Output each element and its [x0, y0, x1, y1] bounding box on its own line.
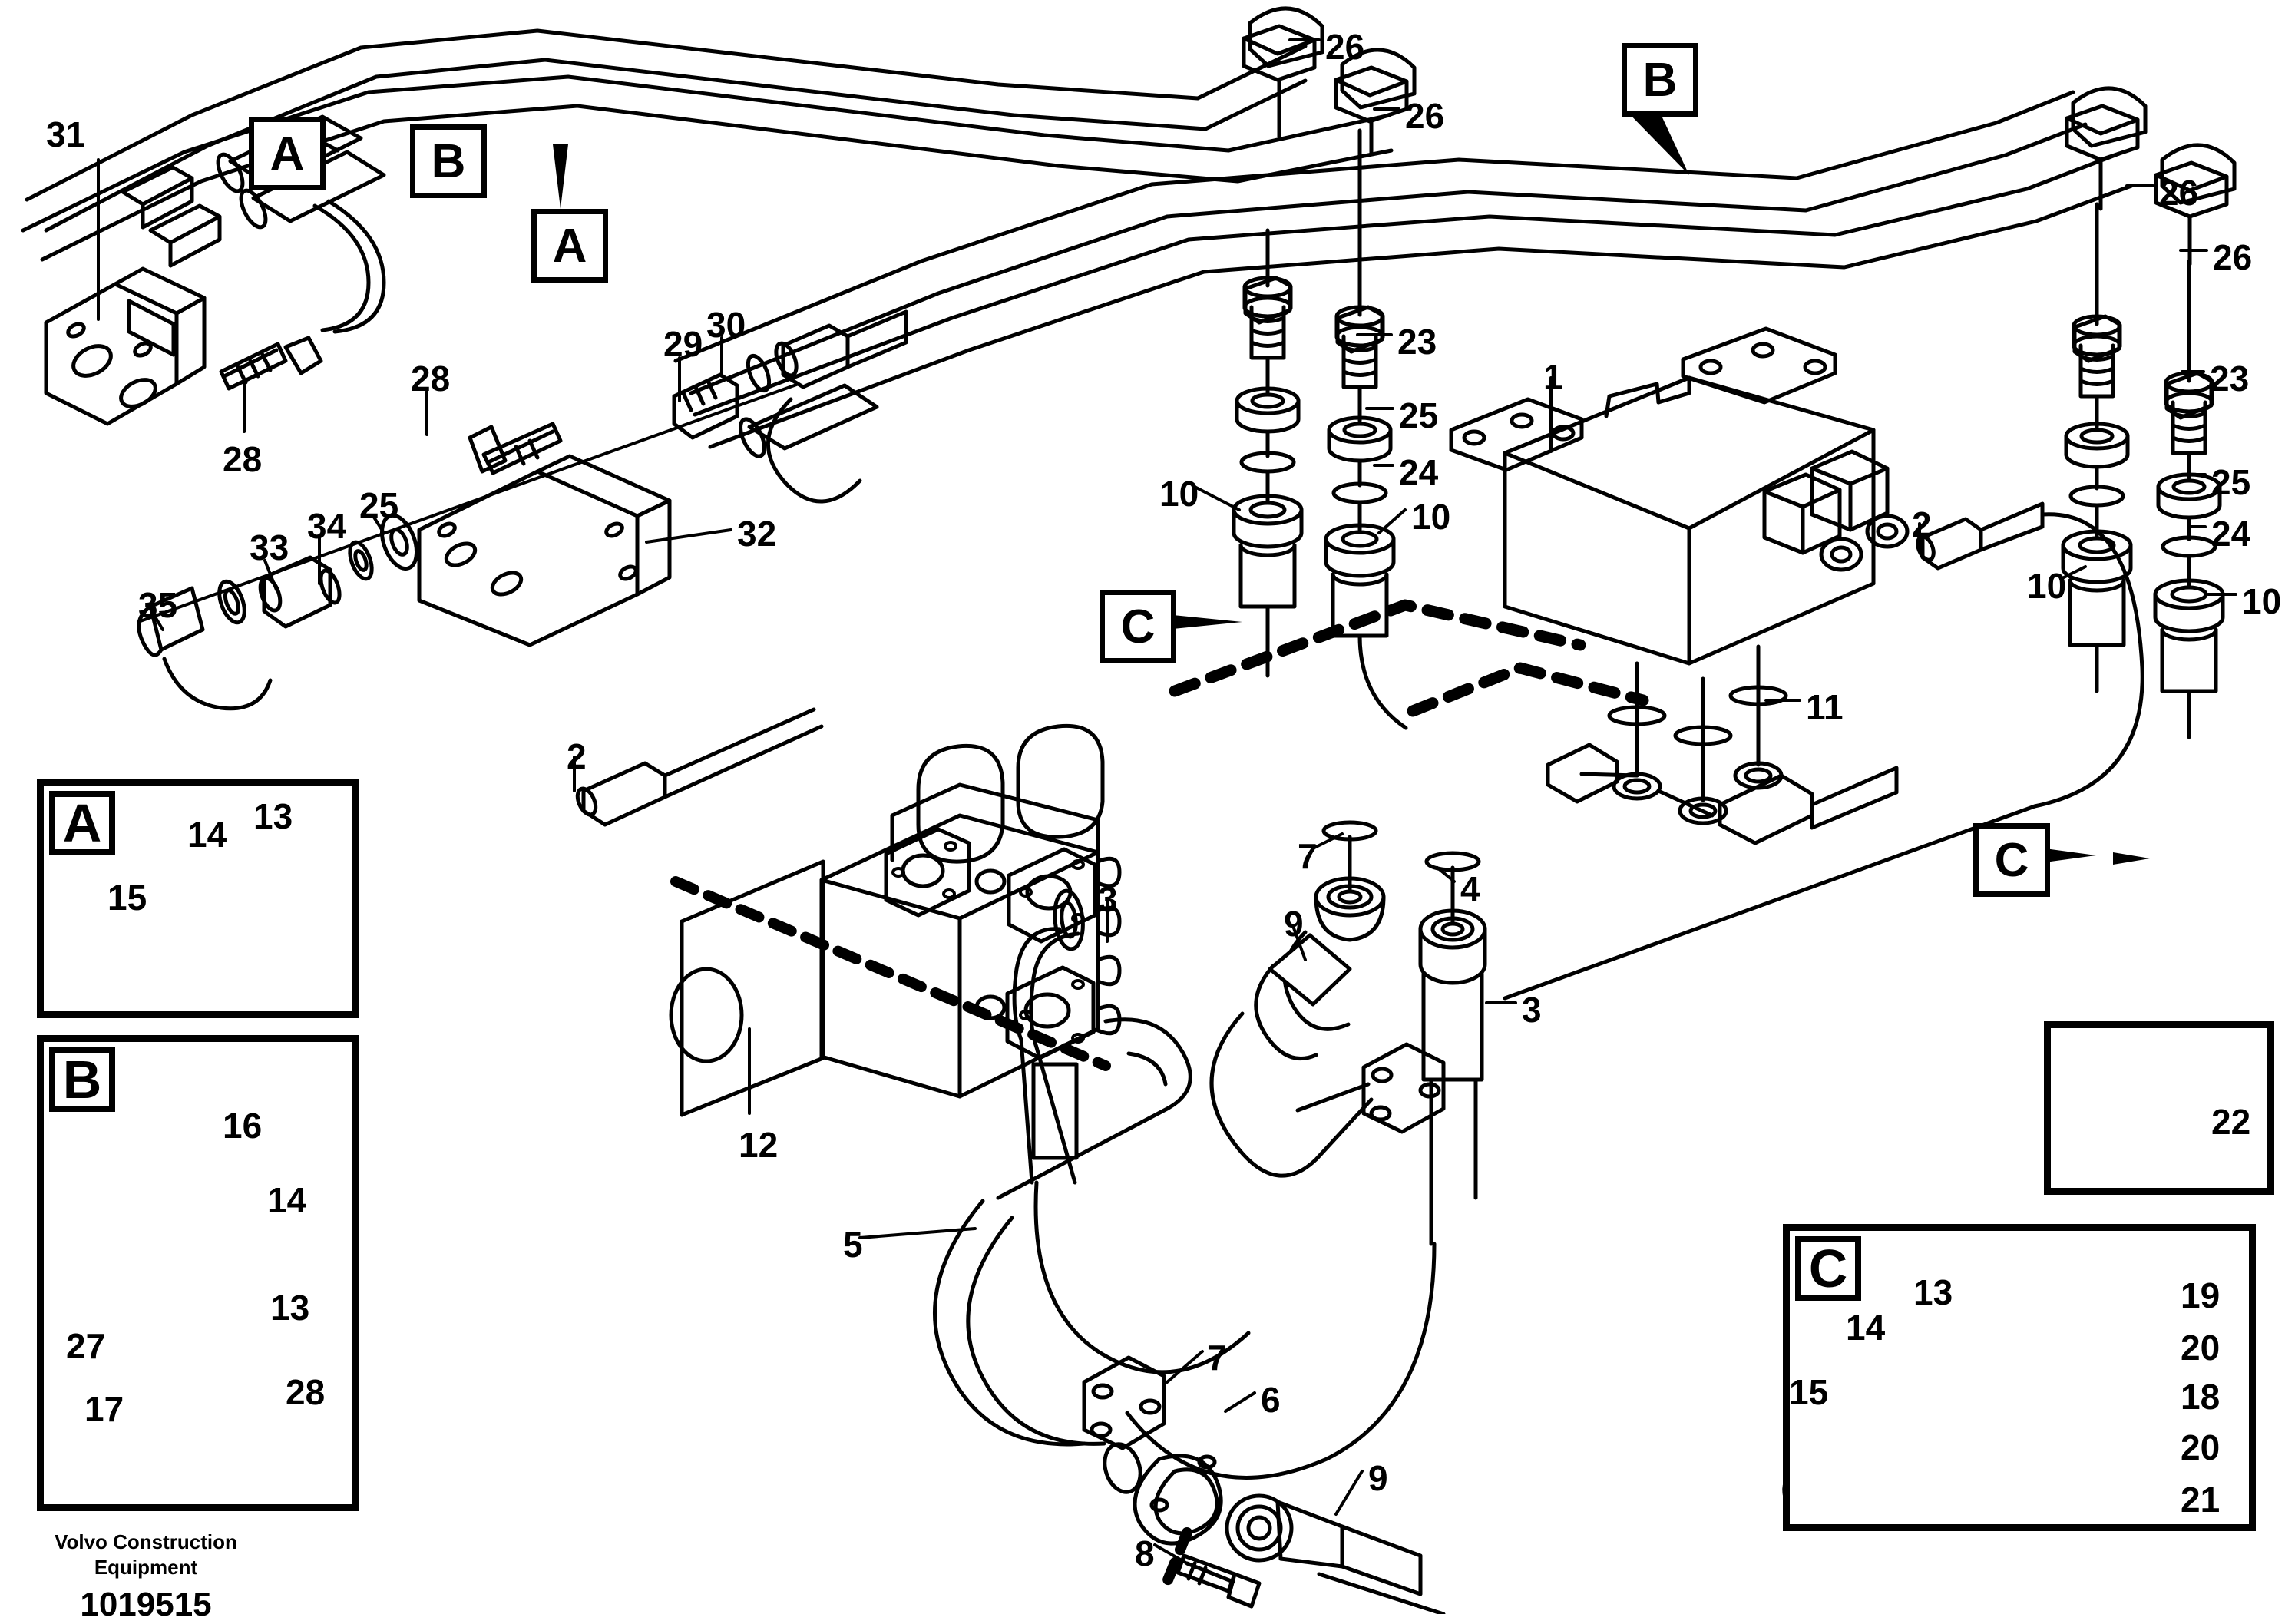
callout-6: 6 [1261, 1380, 1281, 1420]
detail-box-c [1783, 1224, 2256, 1531]
callout-28: 28 [223, 439, 263, 479]
callout-22: 22 [2211, 1102, 2251, 1142]
detail-box-a-tag: A [49, 791, 115, 855]
arrow-a2 [553, 144, 568, 209]
detail-box-b-tag: B [49, 1047, 115, 1112]
section-marker-a2: A [531, 209, 608, 283]
callout-11: 11 [1806, 687, 1844, 727]
section-marker-b1-letter: B [431, 134, 466, 188]
detail-b-callout-13: 13 [270, 1288, 310, 1328]
detail-c-callout-15: 15 [1789, 1372, 1829, 1412]
arrow-c2 [2039, 848, 2096, 863]
callout-12: 12 [739, 1125, 779, 1165]
callout-31: 31 [46, 114, 86, 154]
section-marker-a1-letter: A [270, 127, 305, 180]
detail-c-callout-13: 13 [1913, 1272, 1953, 1312]
callout-3: 3 [1098, 879, 1118, 919]
callout-24: 24 [2211, 514, 2251, 554]
callout-25: 25 [1399, 395, 1439, 435]
callout-2: 2 [1912, 504, 1932, 544]
callout-35: 35 [138, 585, 178, 625]
callout-3: 3 [1522, 990, 1542, 1030]
callout-4: 4 [1460, 869, 1480, 909]
detail-c-callout-21: 21 [2181, 1480, 2221, 1520]
detail-a-callout-13: 13 [253, 796, 293, 836]
detail-b-callout-27: 27 [66, 1326, 106, 1366]
callout-26: 26 [1405, 96, 1445, 136]
callout-10: 10 [1411, 497, 1451, 537]
callout-7: 7 [1298, 836, 1318, 876]
callout-10: 10 [2242, 581, 2282, 621]
detail-b-callout-17: 17 [84, 1389, 124, 1429]
section-marker-b2: B [1622, 43, 1698, 117]
arrow-c1 [1166, 614, 1242, 630]
section-marker-b2-letter: B [1642, 53, 1678, 107]
section-marker-a1: A [249, 117, 326, 190]
detail-box-c-tag: C [1795, 1236, 1861, 1301]
callout-9: 9 [1368, 1458, 1388, 1498]
section-marker-c1: C [1100, 590, 1176, 663]
callout-33: 33 [250, 528, 289, 567]
detail-box-cable-tie [2044, 1021, 2274, 1195]
callout-23: 23 [2210, 359, 2250, 399]
detail-box-b-letter: B [62, 1050, 102, 1110]
detail-c-callout-19: 19 [2181, 1275, 2221, 1315]
callout-1: 1 [1543, 357, 1563, 397]
arrow-b2 [1622, 106, 1689, 175]
brand-line-2: Equipment [94, 1555, 198, 1579]
callout-29: 29 [663, 324, 703, 364]
detail-a-callout-14: 14 [187, 815, 227, 855]
callout-28: 28 [411, 359, 451, 399]
brand-block: Volvo Construction Equipment 1019515 [23, 1530, 269, 1624]
callout-26: 26 [1325, 27, 1365, 67]
section-marker-b1: B [410, 124, 487, 198]
section-marker-c2-letter: C [1994, 833, 2029, 887]
callout-26: 26 [2159, 173, 2199, 213]
callout-5: 5 [843, 1225, 863, 1265]
arrow-c2b [2113, 852, 2150, 865]
callout-26: 26 [2213, 237, 2253, 277]
callout-25: 25 [359, 485, 399, 525]
callout-30: 30 [706, 305, 746, 345]
callout-32: 32 [737, 514, 777, 554]
drawing-number: 1019515 [80, 1586, 212, 1623]
callout-25: 25 [2211, 462, 2251, 502]
callout-10: 10 [1159, 474, 1199, 514]
section-marker-a2-letter: A [552, 219, 587, 273]
detail-box-c-letter: C [1808, 1239, 1848, 1298]
callout-7: 7 [1207, 1338, 1227, 1378]
callout-24: 24 [1399, 452, 1439, 492]
detail-box-b [37, 1035, 359, 1511]
detail-c-callout-14: 14 [1846, 1308, 1886, 1348]
detail-c-callout-20: 20 [2181, 1427, 2221, 1467]
section-marker-c2: C [1973, 823, 2050, 897]
callout-2: 2 [567, 736, 587, 776]
detail-b-callout-14: 14 [267, 1180, 307, 1220]
detail-box-a-letter: A [62, 793, 102, 853]
callout-10: 10 [2027, 566, 2067, 606]
detail-b-callout-16: 16 [223, 1106, 263, 1146]
detail-b-callout-28: 28 [286, 1372, 326, 1412]
section-marker-c1-letter: C [1120, 600, 1156, 653]
callout-8: 8 [1135, 1533, 1155, 1573]
detail-a-callout-15: 15 [107, 878, 147, 918]
detail-c-callout-18: 18 [2181, 1377, 2221, 1417]
callout-9: 9 [1284, 904, 1304, 944]
brand-line-1: Volvo Construction [55, 1530, 237, 1553]
detail-c-callout-20: 20 [2181, 1328, 2221, 1368]
callout-34: 34 [307, 506, 347, 546]
callout-23: 23 [1397, 322, 1437, 362]
